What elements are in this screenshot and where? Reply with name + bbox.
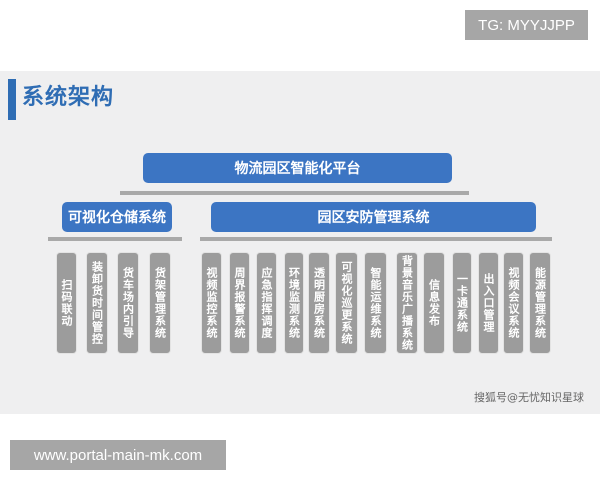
leaf-node: 出入口管理 <box>478 252 499 354</box>
leaf-node: 货车场内引导 <box>117 252 139 354</box>
leaf-node: 扫码联动 <box>56 252 77 354</box>
source-credit: 搜狐号@无忧知识星球 <box>474 391 584 404</box>
leaf-node: 周界报警系统 <box>229 252 250 354</box>
root-node-label: 物流园区智能化平台 <box>234 161 361 177</box>
leaf-node: 应急指挥调度 <box>256 252 277 354</box>
warehouse-shelf <box>48 237 182 241</box>
branch-label: 园区安防管理系统 <box>317 210 430 226</box>
root-node: 物流园区智能化平台 <box>143 153 452 183</box>
leaf-node: 背景音乐广播系统 <box>396 252 418 354</box>
leaf-node: 能源管理系统 <box>529 252 551 354</box>
slide-title: 系统架构 <box>22 85 115 110</box>
leaf-node: 一卡通系统 <box>452 252 472 354</box>
branch-node-security: 园区安防管理系统 <box>211 202 536 232</box>
leaf-node: 装卸货时间管控 <box>86 252 108 354</box>
leaf-node: 智能运维系统 <box>364 252 387 354</box>
leaf-node: 透明厨房系统 <box>308 252 330 354</box>
leaf-node: 视频会议系统 <box>503 252 524 354</box>
architecture-slide: 系统架构 物流园区智能化平台 可视化仓储系统 园区安防管理系统 扫码联动 装卸货… <box>0 71 600 414</box>
leaf-node: 可视化巡更系统 <box>335 252 358 354</box>
leaf-node: 信息发布 <box>423 252 445 354</box>
watermark-url: www.portal-main-mk.com <box>10 440 226 470</box>
branch-label: 可视化仓储系统 <box>68 210 166 226</box>
security-shelf <box>200 237 552 241</box>
branch-node-warehouse: 可视化仓储系统 <box>62 202 172 232</box>
leaf-node: 货架管理系统 <box>149 252 171 354</box>
title-accent-bar <box>8 79 16 120</box>
leaf-node: 视频监控系统 <box>201 252 222 354</box>
watermark-tg: TG: MYYJJPP <box>465 10 588 40</box>
root-shelf <box>120 191 469 195</box>
leaf-node: 环境监测系统 <box>284 252 304 354</box>
